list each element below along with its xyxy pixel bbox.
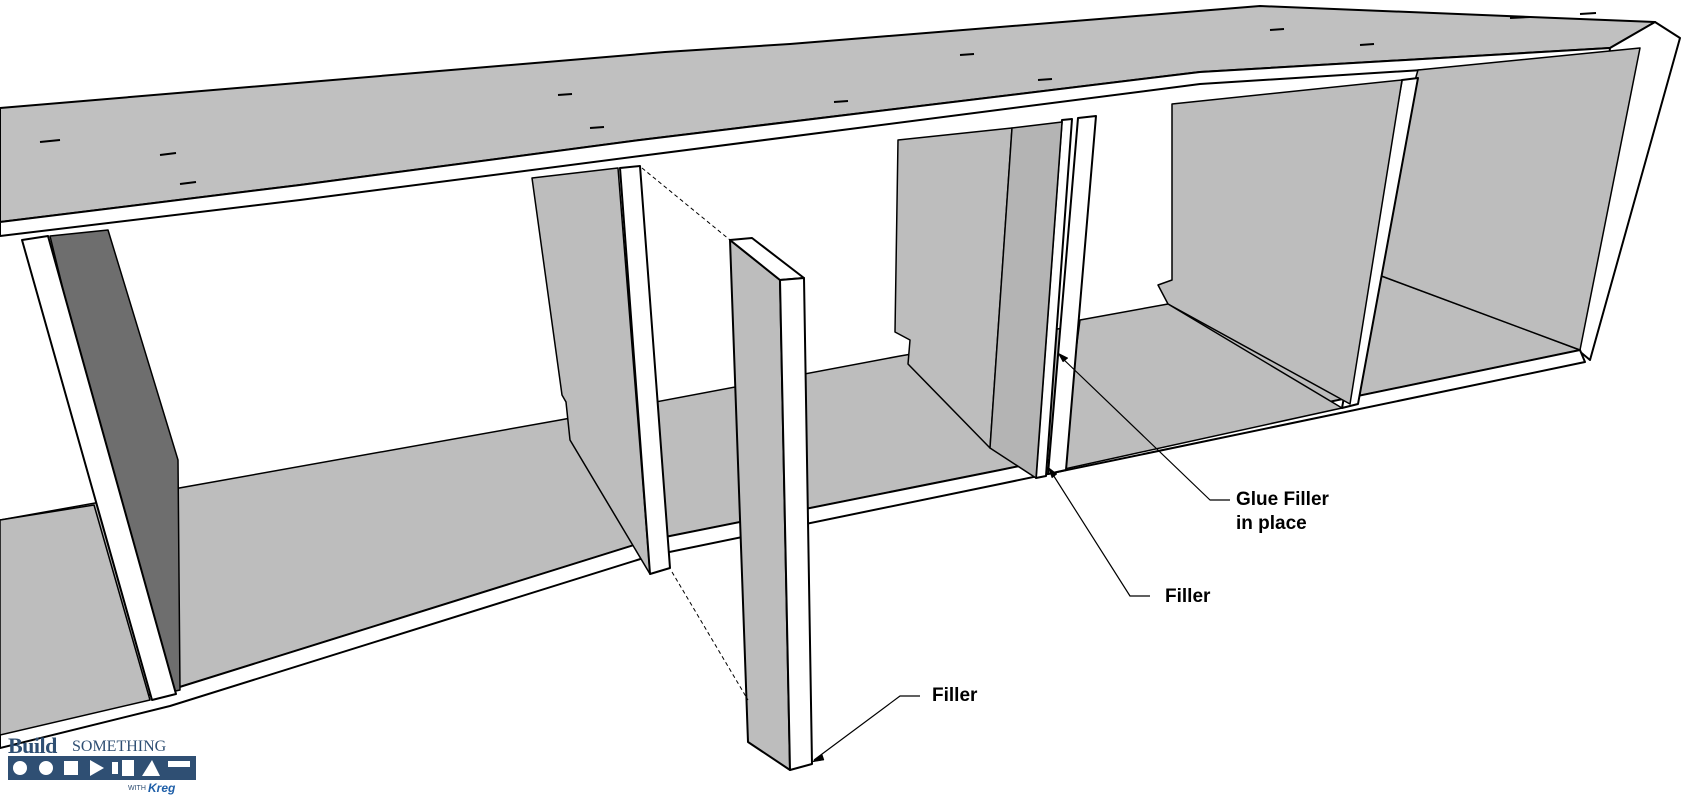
logo-tool-icons: [8, 756, 196, 780]
compartment-two-back: [531, 167, 651, 575]
logo-build-text: Build: [8, 733, 57, 758]
divider-center-left: [619, 165, 671, 575]
loose-filler-edge: [779, 277, 813, 771]
leader-glue-filler: [1059, 355, 1230, 501]
buildsomething-kreg-logo: Build SOMETHING WITH Kreg: [8, 733, 198, 797]
alignment-dashed-line-top: [641, 167, 731, 241]
leader-filler-middle: [1049, 469, 1150, 597]
leader-filler-lower-arrow: [811, 753, 825, 763]
compartment-three-side: [989, 121, 1063, 479]
callout-glue-filler-line1: Glue Filler: [1236, 489, 1329, 510]
leader-filler-middle-arrow: [1047, 466, 1058, 479]
alignment-dashed-line-bottom: [671, 571, 749, 701]
callout-glue-filler: Glue Filler in place: [1236, 488, 1329, 536]
logo-kreg-text: Kreg: [148, 781, 176, 795]
divider-left: [21, 235, 177, 701]
left-partial-floor: [0, 504, 151, 736]
logo-with-text: WITH: [128, 785, 146, 792]
logo-something-text: SOMETHING: [72, 738, 167, 755]
leader-glue-filler-arrow: [1057, 352, 1069, 363]
leader-filler-lower: [813, 695, 920, 761]
pocket-hole-marks: [39, 12, 1597, 185]
cabinet-bottom-front-edge: [0, 349, 1586, 749]
callout-filler-middle: Filler: [1165, 586, 1211, 607]
divider-center-right: [1047, 115, 1097, 475]
callout-glue-filler-line2: in place: [1236, 513, 1307, 534]
callout-filler-lower: Filler: [932, 685, 978, 706]
cabinet-right-end-panel: [1577, 21, 1681, 361]
